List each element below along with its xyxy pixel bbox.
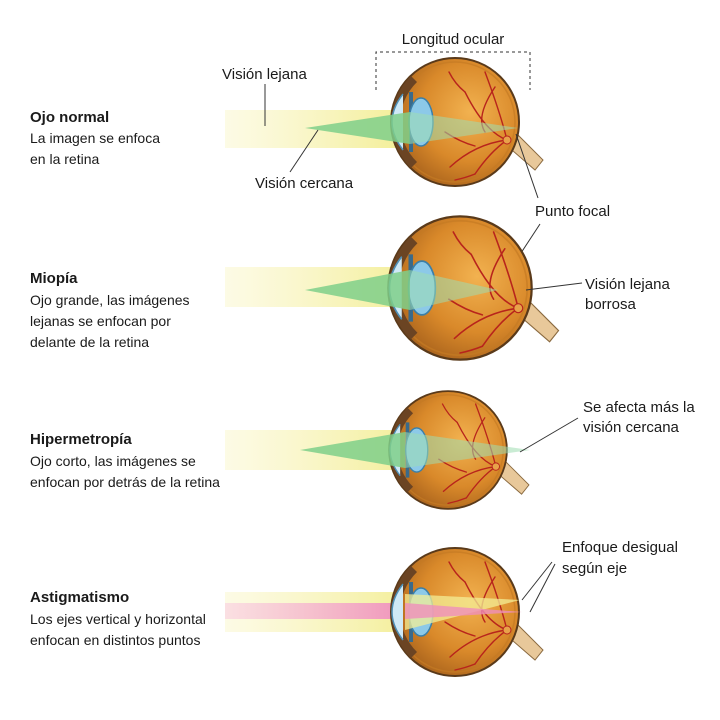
condition-title-myopia: Miopía (30, 270, 78, 287)
near-vision-cone (305, 270, 410, 310)
condition-title-hyperopia: Hipermetropía (30, 431, 132, 448)
condition-desc-normal-2: en la retina (30, 151, 99, 167)
condition-desc-myopia-1: Ojo grande, las imágenes (30, 292, 190, 308)
row-astigmatism: Enfoque desigual según eje Astigmatismo … (30, 539, 678, 677)
uneven-focus-label-2: según eje (562, 560, 627, 577)
condition-desc-astigmatism-2: enfocan en distintos puntos (30, 632, 200, 648)
row-myopia: Visión lejana borrosa Miopía Ojo grande,… (30, 215, 670, 361)
condition-desc-myopia-2: lejanas se enfocan por (30, 313, 171, 329)
ocular-length-label: Longitud ocular (402, 31, 505, 48)
focal-point-leader-1 (515, 133, 539, 199)
uneven-leader-2 (529, 563, 556, 613)
condition-desc-astigmatism-1: Los ejes vertical y horizontal (30, 611, 206, 627)
blurry-far-label-1: Visión lejana (585, 276, 670, 293)
row-normal: Longitud ocular Visión lejana Visión cer… (30, 31, 544, 192)
condition-desc-myopia-3: delante de la retina (30, 334, 149, 350)
row-hyperopia: Se afecta más la visión cercana Hipermet… (30, 390, 695, 510)
focal-point-label: Punto focal (535, 203, 610, 220)
condition-desc-hyperopia-2: enfocan por detrás de la retina (30, 474, 220, 490)
near-vision-label: Visión cercana (255, 175, 354, 192)
near-affected-leader (519, 417, 579, 453)
near-vision-cone (300, 432, 405, 468)
ocular-length-bracket (375, 51, 531, 90)
blurry-far-label-2: borrosa (585, 296, 637, 313)
condition-desc-hyperopia-1: Ojo corto, las imágenes se (30, 453, 196, 469)
focus-cone-pink (405, 603, 522, 619)
focus-cone-hyperopia (405, 432, 530, 468)
far-vision-label: Visión lejana (222, 66, 307, 83)
near-vision-leader (289, 129, 319, 173)
near-vision-cone (305, 112, 410, 144)
uneven-focus-label-1: Enfoque desigual (562, 539, 678, 556)
focus-cone-normal (410, 112, 518, 144)
condition-desc-normal-1: La imagen se enfoca (30, 130, 160, 146)
horizontal-axis-beam (225, 603, 415, 619)
near-affected-label-1: Se afecta más la (583, 399, 695, 416)
uneven-leader-1 (521, 561, 553, 601)
condition-title-astigmatism: Astigmatismo (30, 589, 129, 606)
blurry-leader (525, 282, 583, 291)
near-affected-label-2: visión cercana (583, 419, 680, 436)
focus-cone-myopia (410, 270, 498, 310)
condition-title-normal: Ojo normal (30, 109, 109, 126)
